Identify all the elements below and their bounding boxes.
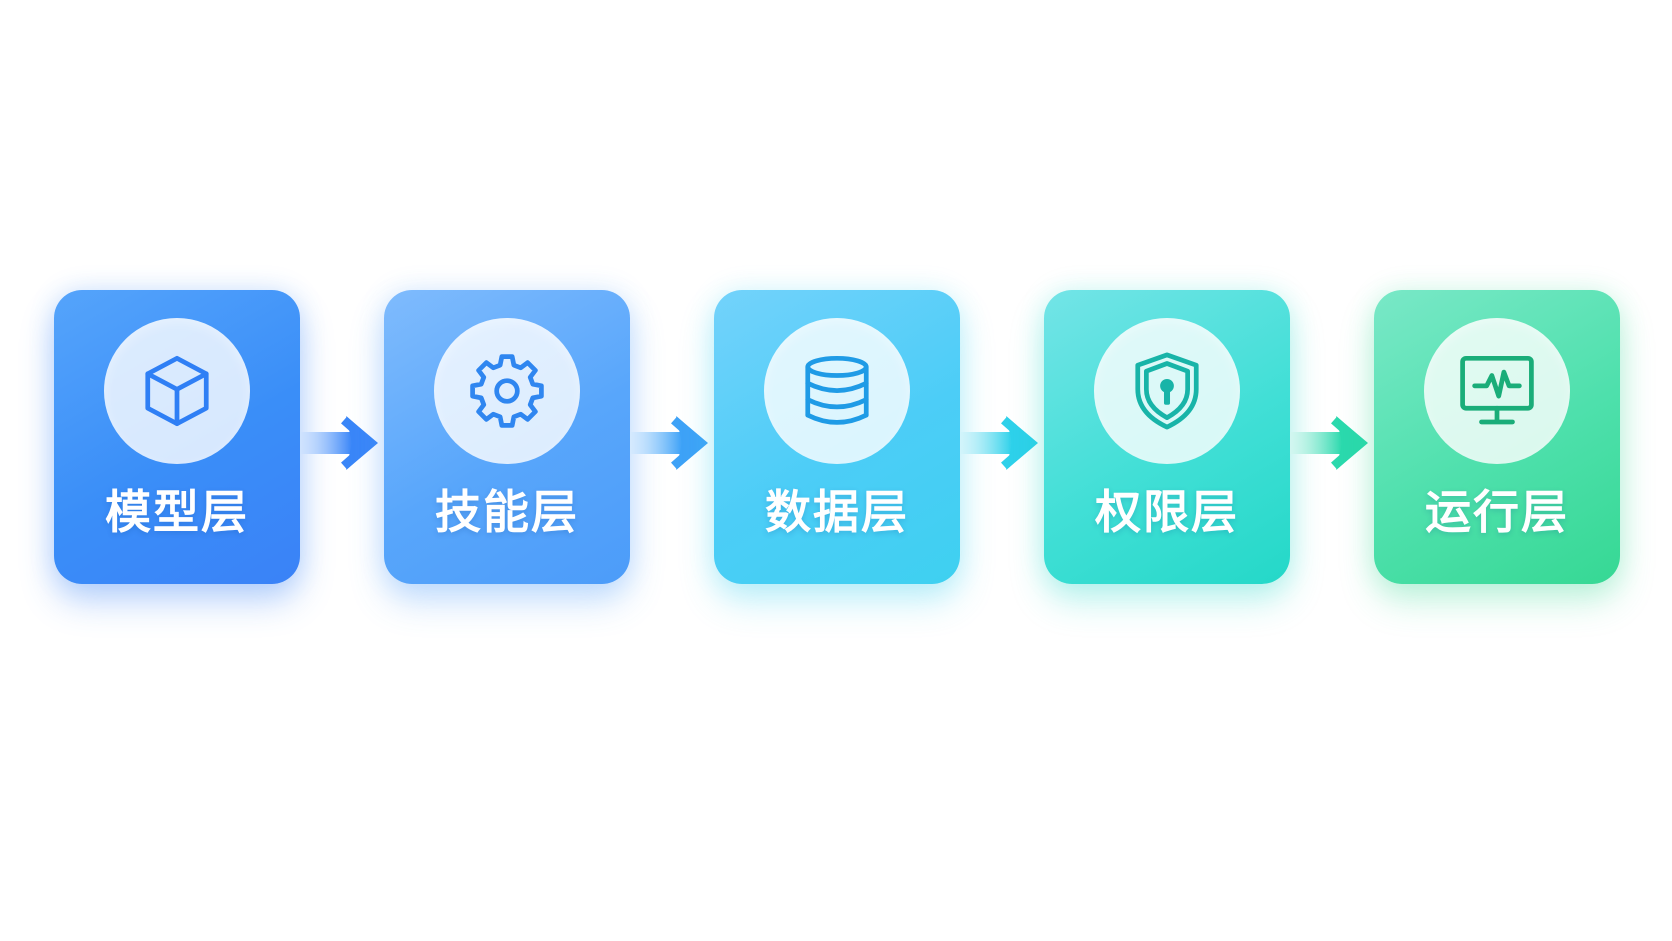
layer-label: 权限层 [1095, 485, 1239, 539]
icon-circle [434, 318, 580, 464]
shield-lock-icon [1135, 352, 1199, 430]
cube-icon [145, 355, 209, 427]
monitor-pulse-icon [1460, 355, 1534, 425]
layer-card-permission: 权限层 [1044, 290, 1290, 584]
layer-card-data: 数据层 [714, 290, 960, 584]
icon-circle [764, 318, 910, 464]
icon-circle [104, 318, 250, 464]
layer-card-skill: 技能层 [384, 290, 630, 584]
layer-label: 模型层 [105, 485, 249, 539]
layer-label: 数据层 [765, 485, 909, 539]
flow-arrow [960, 412, 1040, 474]
flow-arrow [300, 412, 380, 474]
layer-label: 技能层 [435, 485, 579, 539]
database-icon [805, 355, 869, 425]
layer-card-runtime: 运行层 [1374, 290, 1620, 584]
layer-card-model: 模型层 [54, 290, 300, 584]
flow-arrow [630, 412, 710, 474]
icon-circle [1424, 318, 1570, 464]
icon-circle [1094, 318, 1240, 464]
flow-arrow [1290, 412, 1370, 474]
gear-icon [470, 354, 544, 428]
layer-label: 运行层 [1425, 485, 1569, 539]
